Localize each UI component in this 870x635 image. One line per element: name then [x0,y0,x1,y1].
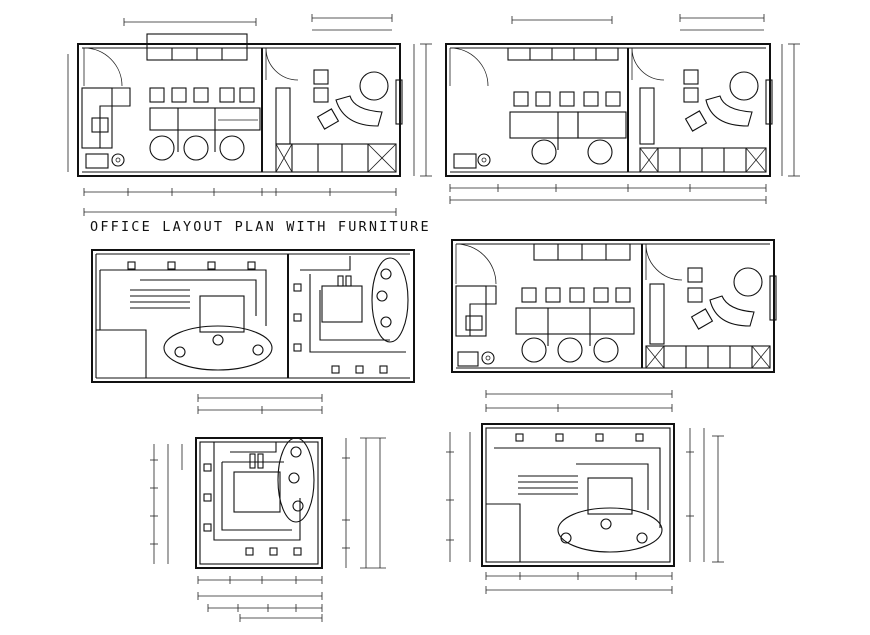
furnished-plan-top-right [445,14,800,204]
ceiling-plan-bottom-right [446,390,724,594]
ceiling-plan-middle-left [91,249,415,383]
drawing-title: OFFICE LAYOUT PLAN WITH FURNITURE [90,219,431,235]
ceiling-plan-bottom-left [150,394,386,622]
furnished-plan-top-left [67,14,432,216]
furnished-plan-middle-right [451,239,777,373]
